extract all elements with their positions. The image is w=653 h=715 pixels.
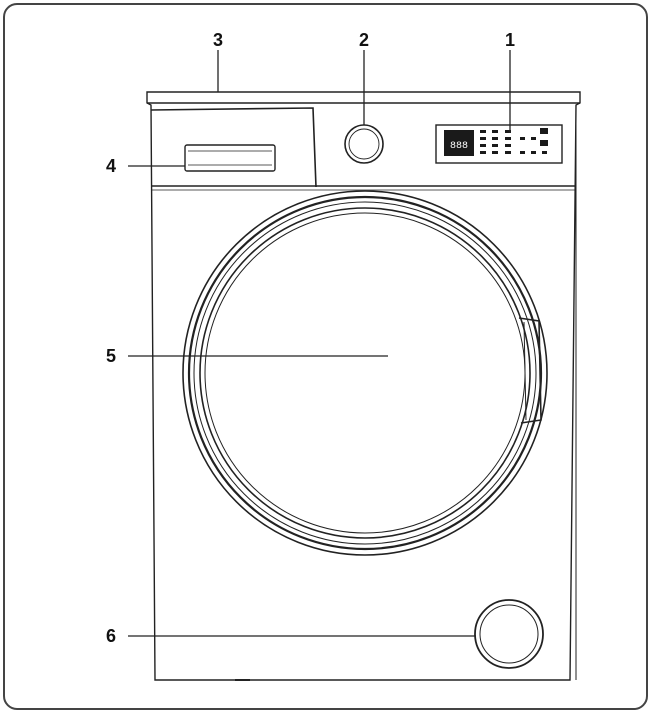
callout-6: 6	[106, 626, 116, 646]
callout-5: 5	[106, 346, 116, 366]
display-panel: 888	[435, 124, 563, 164]
callout-3: 3	[213, 30, 223, 50]
drawer-handle[interactable]	[184, 144, 276, 172]
callout-1: 1	[505, 30, 515, 50]
callout-4: 4	[106, 156, 116, 176]
program-knob[interactable]	[344, 124, 384, 164]
detergent-drawer[interactable]	[150, 107, 317, 188]
loading-door[interactable]	[182, 190, 548, 556]
display-digits: 888	[450, 141, 468, 152]
filter-cover[interactable]	[474, 599, 544, 669]
callout-2: 2	[359, 30, 369, 50]
door-handle[interactable]	[518, 317, 542, 424]
cabinet-outline	[146, 91, 581, 681]
